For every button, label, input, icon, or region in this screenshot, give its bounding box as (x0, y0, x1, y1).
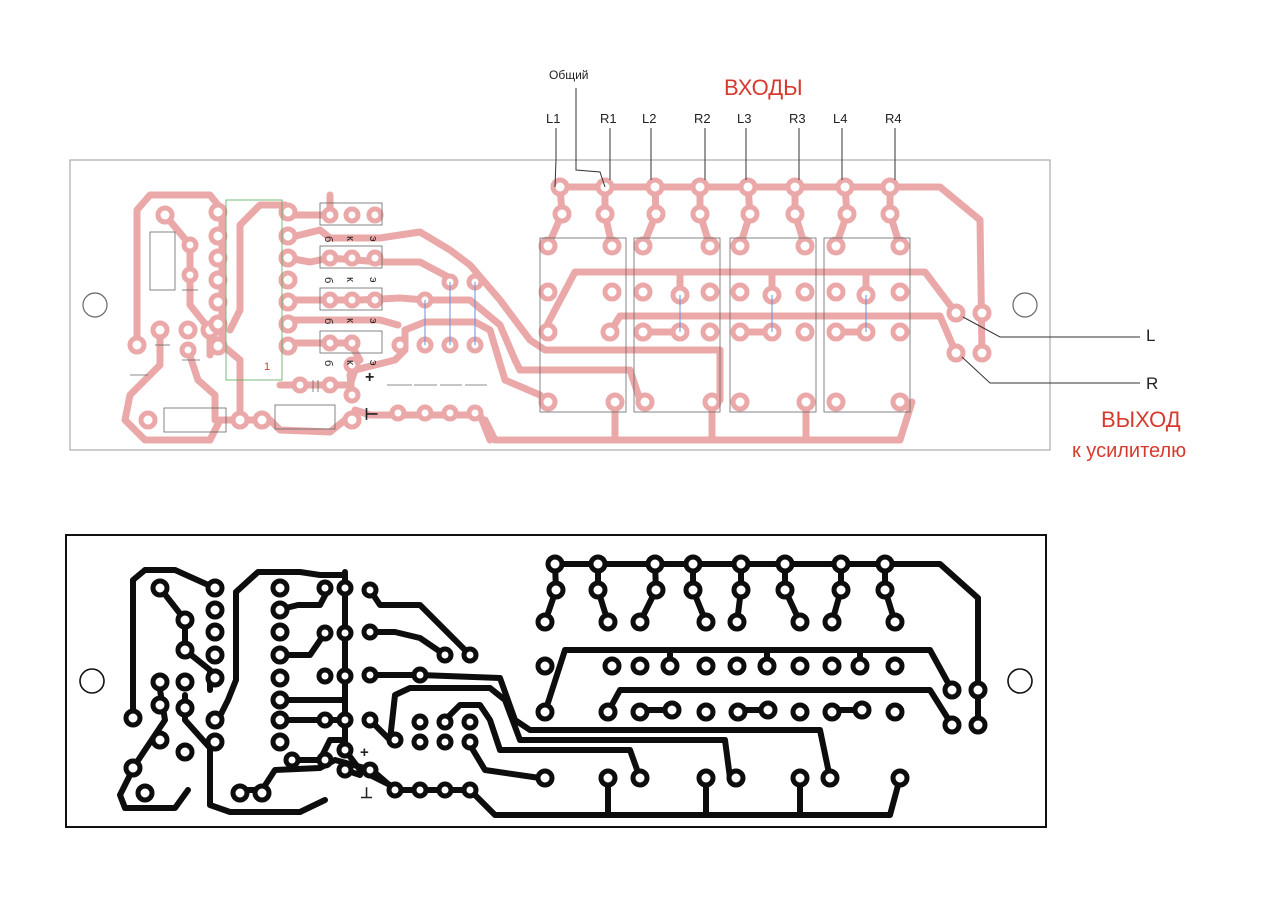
transistor-4-b: б (322, 360, 334, 366)
input-label-r3: R3 (789, 111, 806, 126)
transistor-4-k: к (344, 360, 356, 365)
input-label-r4: R4 (885, 111, 902, 126)
output-label-l: L (1146, 326, 1155, 345)
input-label-r2: R2 (694, 111, 711, 126)
component-outlines (130, 199, 911, 433)
input-label-l1: L1 (546, 111, 560, 126)
input-label-l4: L4 (833, 111, 847, 126)
mounting-hole-right (1012, 292, 1038, 318)
bottom-board-outline (65, 534, 1047, 828)
transistor-2-k: к (344, 277, 356, 282)
input-label-l2: L2 (642, 111, 656, 126)
bottom-board: + ⊥ (65, 534, 1047, 828)
transistor-4-e: э (367, 360, 379, 366)
output-subtitle: к усилителю (1072, 440, 1186, 462)
input-leaders (554, 88, 1140, 384)
power-minus-mark-bottom: ⊥ (360, 785, 373, 802)
top-board-outline (69, 159, 1051, 451)
transistor-marks: б к э б к э б к э б к э (322, 236, 379, 366)
power-plus-mark-top: + (365, 369, 374, 386)
transistor-1-e: э (367, 236, 379, 242)
transistor-1-k: к (344, 236, 356, 241)
mounting-hole-bottom-right (1007, 668, 1033, 694)
transistor-2-e: э (367, 277, 379, 283)
inputs-title: ВХОДЫ (724, 75, 803, 100)
transistor-2-b: б (322, 277, 334, 283)
transistor-1-b: б (322, 236, 334, 242)
output-label-r: R (1146, 374, 1158, 393)
transistor-3-e: э (367, 318, 379, 324)
mounting-hole-bottom-left (79, 668, 105, 694)
ic-pin-one-mark: 1 (264, 361, 270, 373)
top-board: б к э б к э б к э б к э 1 + ⊥ (69, 88, 1140, 451)
bottom-pads (123, 554, 988, 803)
mounting-hole-left (82, 292, 108, 318)
power-plus-mark-bottom: + (360, 744, 369, 761)
jumper-wires (424, 282, 867, 345)
transistor-3-k: к (344, 318, 356, 323)
transistor-3-b: б (322, 318, 334, 324)
top-pads (127, 177, 992, 430)
power-minus-mark-top: ⊥ (362, 407, 379, 421)
input-label-r1: R1 (600, 111, 617, 126)
common-label: Общий (549, 68, 589, 82)
output-title: ВЫХОД (1101, 407, 1181, 432)
input-label-l3: L3 (737, 111, 751, 126)
